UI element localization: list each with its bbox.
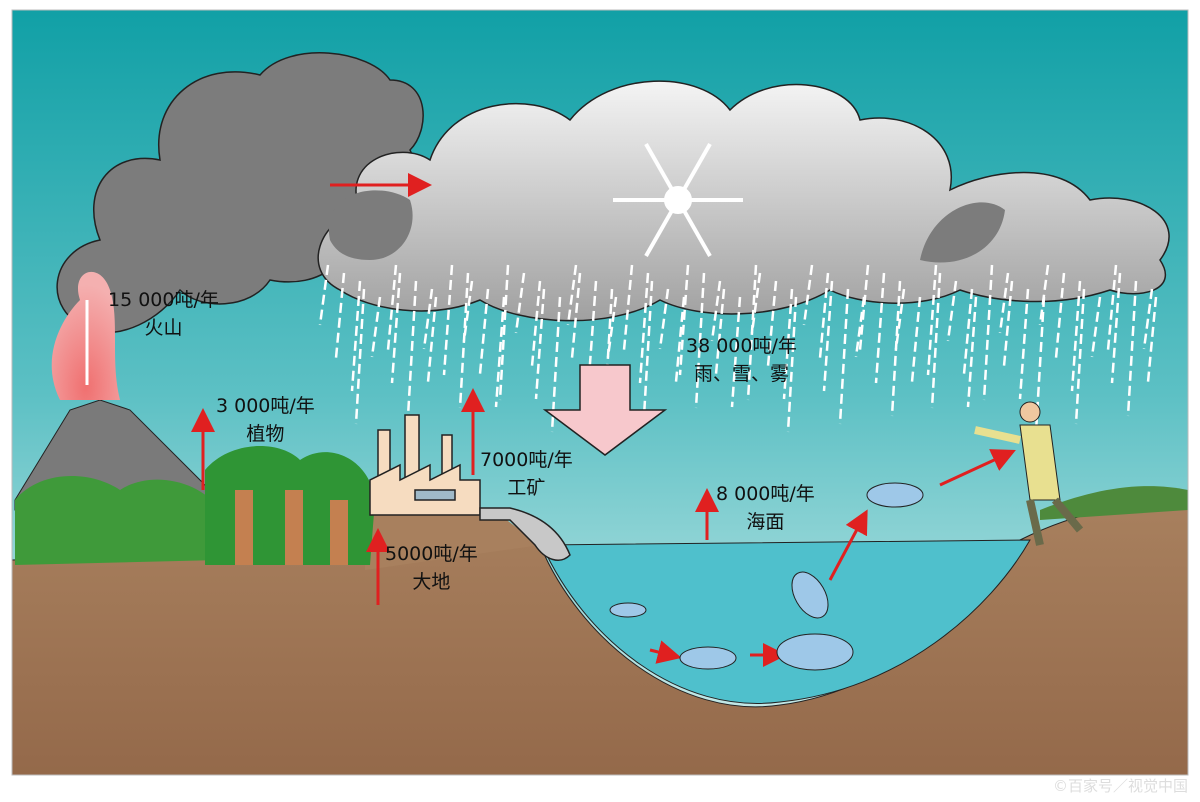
rain-streak: [370, 296, 382, 358]
rain-streak: [874, 272, 886, 384]
mining-amount: 7000吨/年: [480, 449, 573, 471]
land-name: 大地: [412, 571, 451, 593]
snowflake-icon: [613, 143, 743, 257]
precipitation-name: 雨、雪、雾: [693, 363, 789, 385]
fisherman: [974, 401, 1084, 546]
rain-streak: [782, 288, 794, 400]
forest: [15, 446, 375, 565]
rain-streak: [802, 264, 814, 326]
precipitation-label: 38 000吨/年 雨、雪、雾: [686, 332, 797, 388]
rain-streak: [678, 264, 690, 376]
rain-streak: [1090, 296, 1102, 358]
deposition-arrow: [542, 364, 668, 456]
mining-name: 工矿: [507, 477, 546, 499]
volcano-label: 15 000吨/年 火山: [108, 286, 219, 342]
rain-streak: [894, 288, 906, 350]
rain-streak: [930, 272, 942, 409]
rain-streak: [710, 280, 722, 342]
factory: [369, 414, 571, 561]
rain-streak: [694, 272, 706, 409]
land-label: 5000吨/年 大地: [385, 540, 478, 596]
sea-amount: 8 000吨/年: [716, 483, 815, 505]
rain-streak: [1074, 288, 1086, 425]
rain-streak: [638, 272, 650, 384]
rain-streak: [1018, 288, 1030, 400]
rain-streak: [750, 272, 762, 334]
rain-streak: [354, 288, 366, 425]
rain-streak: [606, 296, 618, 358]
rain-streak: [658, 288, 670, 350]
rain-streak: [642, 280, 654, 417]
rain-streak: [318, 264, 330, 326]
plants-label: 3 000吨/年 植物: [216, 392, 315, 448]
rain-streak: [462, 280, 474, 342]
precipitation-amount: 38 000吨/年: [686, 335, 797, 357]
rain-streak: [1126, 280, 1138, 417]
rain-streak: [998, 272, 1010, 334]
rain-streak: [350, 280, 362, 392]
rain-streak: [1110, 272, 1122, 384]
rain-streak: [534, 288, 546, 400]
rain-streak: [494, 296, 506, 408]
rain-streak: [946, 280, 958, 342]
rain-streak: [1070, 280, 1082, 392]
rain-streak: [514, 272, 526, 334]
rain-streak: [1038, 264, 1050, 326]
emission-arrows: [191, 173, 1016, 667]
rain-cloud: [317, 80, 1170, 322]
volcano-amount: 15 000吨/年: [108, 289, 219, 311]
rain-streak: [786, 296, 798, 433]
rain-streak: [838, 288, 850, 425]
rain-streak: [498, 264, 510, 401]
land-amount: 5000吨/年: [385, 543, 478, 565]
rain-streak: [566, 264, 578, 326]
rain-streak: [442, 264, 454, 376]
plants-amount: 3 000吨/年: [216, 395, 315, 417]
watermark: ©百家号／视觉中国: [1052, 777, 1188, 795]
rain-streak: [966, 296, 978, 408]
rain-streak: [406, 280, 418, 417]
rain-streak: [854, 296, 866, 358]
rain-streak: [422, 288, 434, 350]
rain-streak: [822, 280, 834, 392]
hill: [1040, 486, 1188, 520]
rain-streak: [1142, 288, 1154, 350]
sea-name: 海面: [746, 511, 785, 533]
volcano-name: 火山: [144, 317, 183, 339]
rain-streak: [730, 296, 742, 408]
rain-streak: [390, 272, 402, 384]
mining-label: 7000吨/年 工矿: [480, 446, 573, 502]
rain-streak: [926, 264, 938, 376]
ground-ledge: [365, 515, 540, 570]
sea-label: 8 000吨/年 海面: [716, 480, 815, 536]
fish: [609, 482, 924, 671]
plants-name: 植物: [246, 423, 285, 445]
rain-streak: [982, 264, 994, 401]
